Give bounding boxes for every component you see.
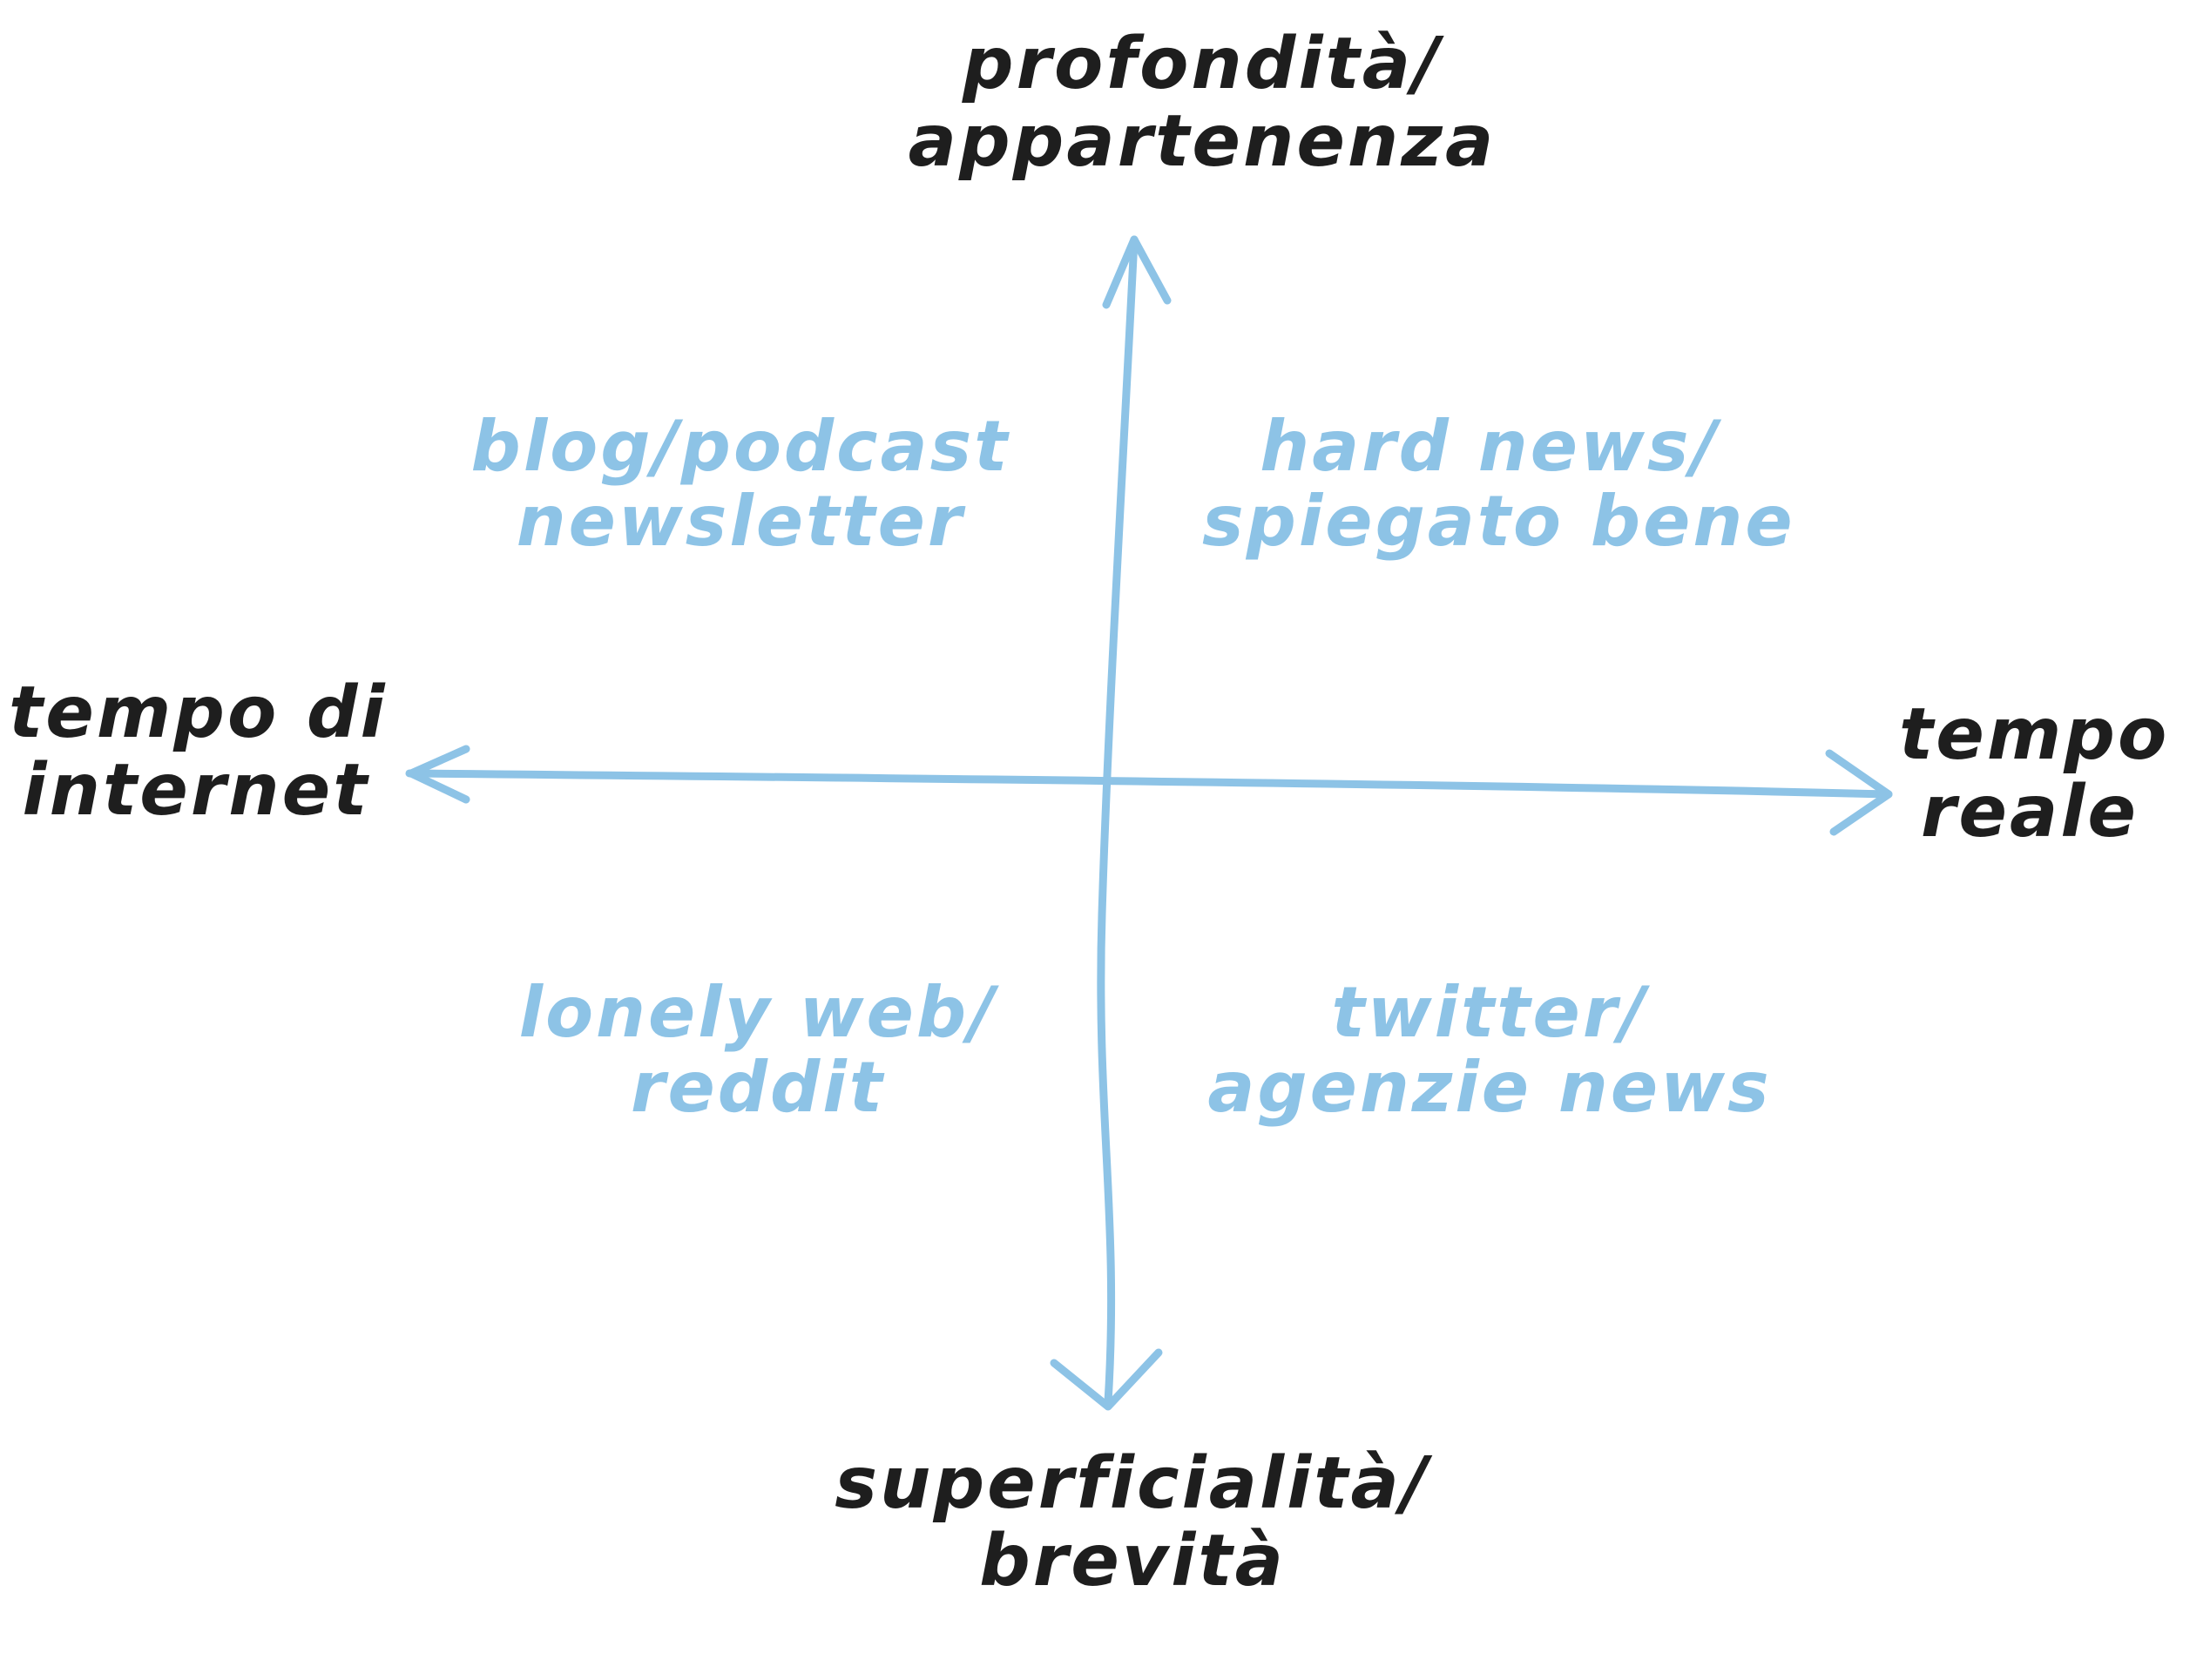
axis-label-left-line-1: tempo di — [9, 671, 388, 754]
quadrant-top-right-line-2: spiegato bene — [1202, 481, 1795, 563]
left-arrowhead-icon — [407, 745, 470, 804]
quadrant-bottom-right-line-2: agenzie news — [1207, 1047, 1772, 1129]
axis-label-right: tempo reale — [1899, 693, 2170, 853]
horizontal-axis-line — [405, 769, 1893, 799]
quadrant-label-top-right: hard news/ spiegato bene — [1202, 406, 1795, 563]
quadrant-bottom-right-line-1: twitter/ — [1331, 972, 1648, 1053]
quadrant-bottom-left-line-2: reddit — [631, 1047, 885, 1129]
right-arrowhead-icon — [1825, 749, 1893, 836]
quadrant-bottom-left-line-1: lonely web/ — [518, 972, 997, 1053]
bottom-arrowhead-icon — [1050, 1348, 1163, 1411]
axis-label-top-line-1: profondità/ — [962, 23, 1443, 105]
quadrant-top-left-line-2: newsletter — [516, 481, 965, 563]
vertical-axis-line — [1097, 235, 1139, 1407]
quadrant-label-bottom-right: twitter/ agenzie news — [1202, 975, 1777, 1126]
axis-label-bottom-line-1: superficialità/ — [835, 1442, 1430, 1525]
axis-label-bottom-line-2: brevità — [979, 1519, 1286, 1602]
axis-label-right-line-2: reale — [1920, 770, 2139, 853]
axis-label-right-line-1: tempo — [1899, 693, 2170, 776]
axis-label-top: profondità/ appartenenza — [906, 23, 1498, 183]
quadrant-label-top-left: blog/podcast newsletter — [453, 406, 1028, 563]
axis-label-bottom: superficialità/ brevità — [828, 1442, 1437, 1602]
top-arrowhead-icon — [1102, 235, 1172, 309]
axis-label-left-line-2: internet — [22, 748, 370, 832]
axis-label-top-line-2: appartenenza — [908, 99, 1497, 183]
axis-label-left: tempo di internet — [9, 671, 388, 832]
quadrant-top-right-line-1: hard news/ — [1260, 406, 1720, 487]
quadrant-top-left-line-1: blog/podcast — [470, 406, 1010, 487]
quadrant-label-bottom-left: lonely web/ reddit — [488, 975, 1028, 1126]
